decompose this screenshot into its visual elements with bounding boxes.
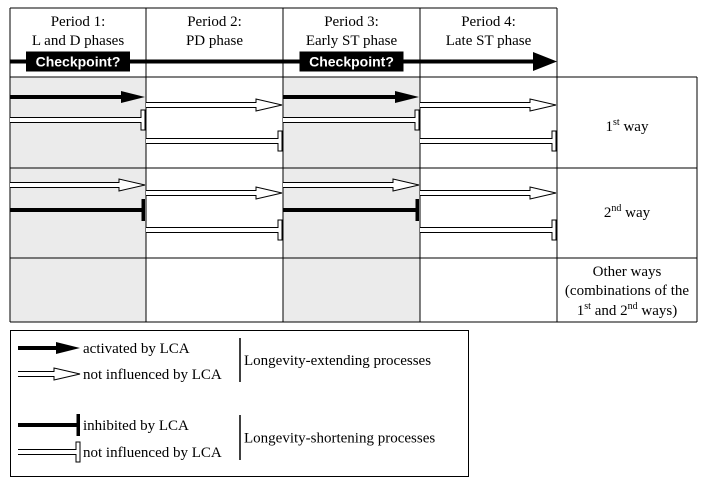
open-bar xyxy=(10,109,146,131)
activated-shaft xyxy=(10,95,123,99)
way-label-2: 2nd way xyxy=(604,203,651,221)
timeline-shaft xyxy=(10,59,538,64)
legend-item-text: not influenced by LCA xyxy=(83,445,222,461)
way2-process-1-a xyxy=(10,178,146,192)
legend-group-label: Longevity-shortening processes xyxy=(244,431,435,447)
checkpoint-badge xyxy=(26,51,130,72)
other-ways-part: 1 xyxy=(577,303,585,319)
inhibited-shaft xyxy=(283,208,417,212)
period-title-4: Period 4: xyxy=(461,14,516,30)
inhibited-bar xyxy=(141,199,145,221)
inhibited-bar xyxy=(415,199,419,221)
period-subtitle-4: Late ST phase xyxy=(446,33,532,49)
way-ordinal: st xyxy=(613,117,620,128)
legend-group-label: Longevity-extending processes xyxy=(244,353,431,369)
activated-shaft xyxy=(18,346,58,350)
legend-item-text: inhibited by LCA xyxy=(83,418,189,434)
way-number: 1 xyxy=(606,119,614,135)
other-ways-line1: Other ways xyxy=(593,264,662,280)
way2-process-4-b xyxy=(420,219,557,241)
way1-process-2-b xyxy=(146,130,283,152)
checkpoint-badge xyxy=(299,51,404,72)
way1-process-1-a xyxy=(10,91,145,103)
period-title-3: Period 3: xyxy=(324,14,379,30)
period-subtitle-3: Early ST phase xyxy=(306,33,398,49)
period-shade-3 xyxy=(283,77,420,322)
way2-process-3-a xyxy=(283,178,420,192)
way-number: 2 xyxy=(604,205,612,221)
way2-process-2-a xyxy=(146,186,283,200)
open-bar xyxy=(420,130,557,152)
other-ways-part: ways) xyxy=(638,303,678,319)
way1-process-3-a xyxy=(283,91,419,103)
way2-process-2-b xyxy=(146,219,283,241)
way-ordinal: nd xyxy=(611,203,621,214)
way2-process-1-b xyxy=(10,199,145,221)
open-arrow xyxy=(420,98,557,112)
inhibited-shaft xyxy=(18,423,78,427)
way-label-1: 1st way xyxy=(606,117,649,135)
other-ways-part: st xyxy=(584,301,591,312)
checkpoint-label: Checkpoint? xyxy=(36,54,121,70)
inhibited-bar xyxy=(76,414,80,436)
open-bar xyxy=(283,109,420,131)
way1-process-1-b xyxy=(10,109,146,131)
timeline-arrowhead xyxy=(533,52,557,71)
way1-process-4-a xyxy=(420,98,557,112)
other-ways-part: nd xyxy=(628,301,638,312)
checkpoint-label: Checkpoint? xyxy=(309,54,394,70)
way1-process-4-b xyxy=(420,130,557,152)
way-suffix: way xyxy=(620,119,649,135)
activated-head xyxy=(56,342,80,354)
other-ways-part: and 2 xyxy=(591,303,628,319)
open-arrow xyxy=(283,178,420,192)
open-bar xyxy=(146,219,283,241)
activated-head xyxy=(121,91,145,103)
open-arrow xyxy=(146,98,283,112)
way1-process-2-a xyxy=(146,98,283,112)
period-subtitle-2: PD phase xyxy=(186,33,243,49)
open-arrow xyxy=(10,178,146,192)
way2-process-4-a xyxy=(420,186,557,200)
period-subtitle-1: L and D phases xyxy=(32,33,124,49)
legend-symbol-not-influenced-ext xyxy=(18,367,81,381)
open-arrow xyxy=(18,367,81,381)
open-bar xyxy=(18,441,81,463)
inhibited-shaft xyxy=(10,208,143,212)
legend-symbol-not-influenced-short xyxy=(18,441,81,463)
legend-symbol-inhibited xyxy=(18,414,80,436)
way1-process-3-b xyxy=(283,109,420,131)
way-suffix: way xyxy=(621,205,650,221)
activated-shaft xyxy=(283,95,397,99)
open-arrow xyxy=(146,186,283,200)
other-ways-line2: (combinations of the xyxy=(565,283,689,299)
way2-process-3-b xyxy=(283,199,419,221)
other-ways-line3: 1st and 2nd ways) xyxy=(577,301,677,319)
legend-symbol-activated xyxy=(18,342,80,354)
period-shade-1 xyxy=(10,77,146,322)
open-bar xyxy=(420,219,557,241)
period-title-2: Period 2: xyxy=(187,14,242,30)
activated-head xyxy=(395,91,419,103)
legend-item-text: not influenced by LCA xyxy=(83,367,222,383)
period-title-1: Period 1: xyxy=(51,14,106,30)
open-bar xyxy=(146,130,283,152)
open-arrow xyxy=(420,186,557,200)
legend-item-text: activated by LCA xyxy=(83,341,190,357)
